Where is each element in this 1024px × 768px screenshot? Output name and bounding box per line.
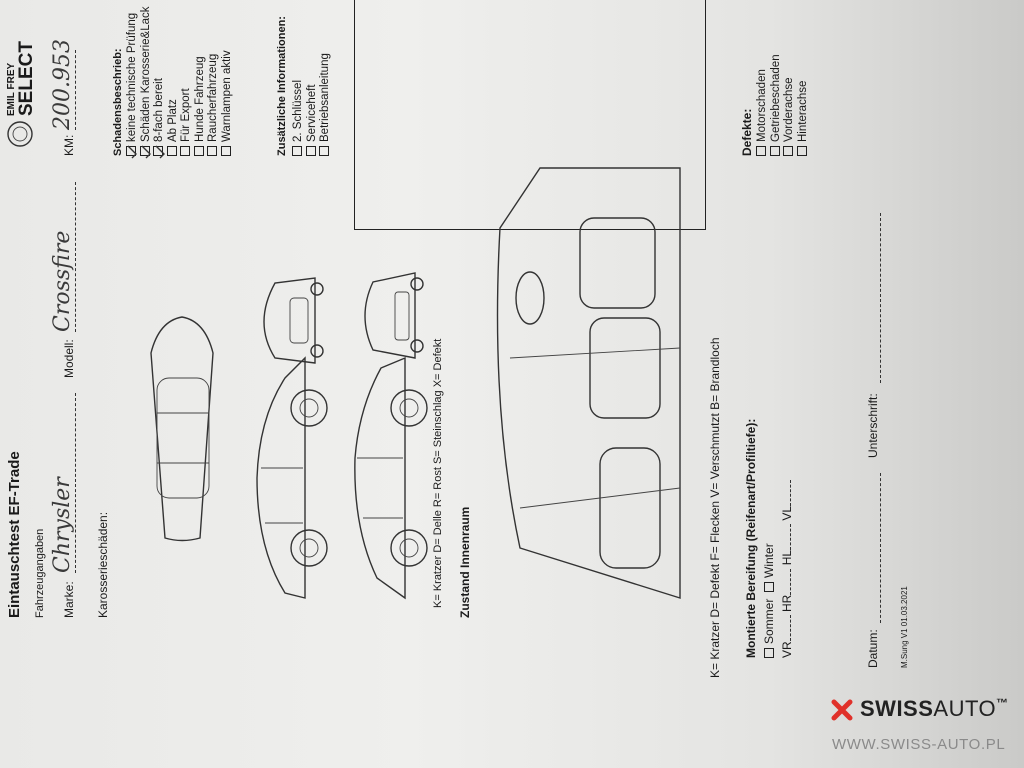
info-item[interactable]: Betriebsanleitung [319,53,333,156]
damage-item[interactable]: Für Export [180,6,194,156]
checkbox-icon [305,146,316,156]
checkmark-marks [127,145,165,159]
swissauto-watermark: SWISSAUTO™ WWW.SWISS-AUTO.PL [830,696,1020,760]
checkbox-icon[interactable] [764,581,774,592]
karosserie-label: Karosserieschäden: [96,511,110,618]
km-label: KM: [62,134,76,156]
info-list: 2. Schlüssel Serviceheft Betriebsanleitu… [292,53,333,156]
defect-item[interactable]: Getriebeschaden [769,54,784,156]
interior-header: Zustand Innenraum [458,506,472,618]
info-item[interactable]: 2. Schlüssel [292,53,306,156]
interior-diagram [496,167,681,599]
tire-hr-label: HR [780,594,794,612]
logo-text-bottom: SELECT [16,41,37,116]
checkbox-icon [207,146,217,156]
swissauto-x-logo-icon [831,699,853,721]
damage-item[interactable]: Warnlampen aktiv [220,6,235,156]
tire-hl-field[interactable] [790,523,791,550]
damage-header: Schadensbeschrieb: [112,48,124,156]
damage-list: keine technische Prüfung Schäden Karosse… [126,6,234,156]
section-vehicle-label: Fahrzeugangaben [34,528,46,618]
datum-label: Datum: [866,629,880,668]
watermark-brand: SWISSAUTO™ [860,696,1009,721]
info-item[interactable]: Serviceheft [305,53,320,156]
defect-item[interactable]: Vorderachse [783,54,797,156]
form-title: Eintauschtest EF-Trade [6,451,23,618]
interior-legend: K= Kratzer D= Defekt F= Flecken V= Versc… [708,337,722,679]
damage-legend: K= Kratzer D= Delle R= Rost S= Steinschl… [432,338,444,608]
emil-frey-emblem-icon [7,121,33,147]
tire-depth-row: VR HR HL VL [780,479,794,658]
checkbox-icon [319,146,329,156]
datum-field[interactable] [880,473,881,623]
marke-label: Marke: [62,581,76,618]
tire-vr-field[interactable] [790,615,791,642]
tire-sommer-label: Sommer [762,598,776,644]
checkbox-icon [769,146,780,156]
footer-version: M.Sung V1 01.03.2021 [900,586,909,668]
km-value: 200.953 [50,39,76,130]
info-header: Zusätzliche Informationen: [276,16,288,156]
checkbox-icon [292,146,302,156]
car-side-view-left [256,356,328,599]
damage-item[interactable]: Hunde Fahrzeug [193,6,208,156]
tires-header: Montierte Bereifung (Reifenart/Profiltie… [744,418,758,658]
car-front-view-diagram [263,277,324,364]
defects-header: Defekte: [740,108,754,156]
defect-item[interactable]: Hinterachse [796,54,811,156]
checkbox-icon [220,146,231,156]
checkbox-icon [783,146,793,156]
damage-item[interactable]: keine technische Prüfung [126,6,140,156]
damage-item[interactable]: Raucherfahrzeug [207,6,221,156]
tire-vl-label: VL [780,505,794,521]
unterschrift-field[interactable] [880,213,881,383]
checkbox-icon[interactable] [764,648,774,658]
checkbox-icon [796,146,807,156]
defects-list: Motorschaden Getriebeschaden Vorderachse… [756,54,810,156]
modell-value: Crossfire [50,182,76,332]
marke-value: Chrysler [50,393,76,573]
tire-type-row: Sommer Winter [762,543,776,658]
unterschrift-label: Unterschrift: [866,393,880,458]
modell-label: Modell: [62,339,76,378]
checkbox-icon [756,146,766,156]
tire-hl-label: HL [780,549,794,566]
defect-item[interactable]: Motorschaden [756,54,770,156]
tire-vr-label: VR [780,641,794,658]
car-side-view-right [354,356,428,600]
car-rear-view-diagram [364,272,424,359]
tire-vl-field[interactable] [790,479,791,506]
watermark-url: WWW.SWISS-AUTO.PL [832,736,1006,753]
damage-item[interactable]: Ab Platz [166,6,181,156]
damage-item[interactable]: 8-fach bereit [153,6,167,156]
tire-winter-label: Winter [762,543,776,578]
damage-item[interactable]: Schäden Karosserie&Lack [139,6,154,156]
car-top-view-diagram [150,316,214,542]
checkbox-icon [193,146,204,156]
tire-hr-field[interactable] [790,568,791,595]
